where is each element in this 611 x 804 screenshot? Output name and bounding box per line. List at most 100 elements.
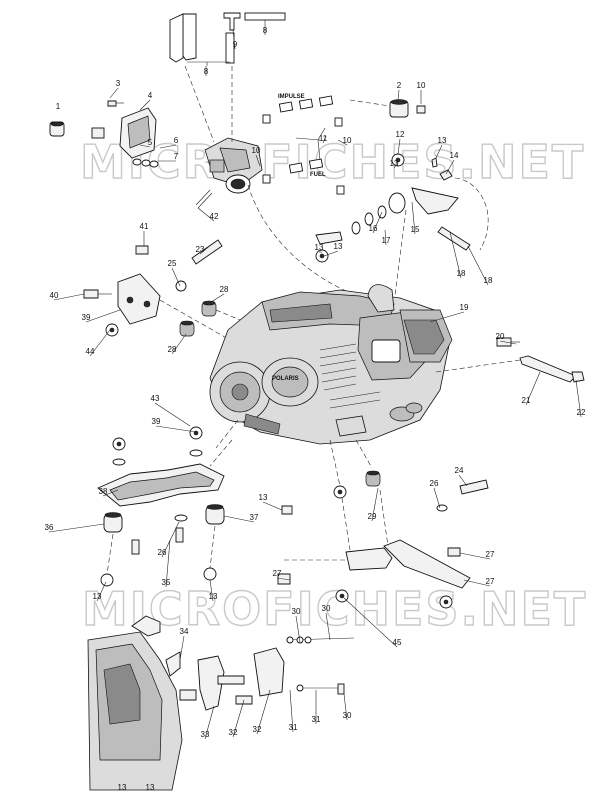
leader-line-28 xyxy=(171,333,187,355)
leader-line-39 xyxy=(155,425,197,433)
callout-30: 30 xyxy=(322,604,331,613)
leader-line-15 xyxy=(411,201,416,235)
leader-line-22 xyxy=(575,379,582,418)
callout-7: 7 xyxy=(174,152,179,161)
callout-42: 42 xyxy=(210,212,219,221)
callout-28: 28 xyxy=(220,285,229,294)
rear-mount xyxy=(277,439,489,609)
callout-36: 36 xyxy=(45,523,54,532)
transmission-linkage xyxy=(87,615,355,791)
leader-line-33 xyxy=(204,705,215,740)
leader-line-26 xyxy=(161,521,180,558)
leader-line-3 xyxy=(109,87,119,99)
leader-line-26 xyxy=(433,487,441,509)
leader-line-21 xyxy=(525,371,541,406)
fuel-label: FUEL xyxy=(310,172,326,178)
callout-26: 26 xyxy=(430,479,439,488)
callout-9: 9 xyxy=(233,40,238,49)
callout-13: 13 xyxy=(315,243,324,252)
leader-line-27 xyxy=(276,577,291,581)
leader-line-18 xyxy=(467,245,489,286)
callout-32: 32 xyxy=(229,728,238,737)
callout-41: 41 xyxy=(140,222,149,231)
callout-39: 39 xyxy=(82,313,91,322)
leader-line-20 xyxy=(499,340,517,345)
callout-27: 27 xyxy=(486,577,495,586)
callout-13: 13 xyxy=(93,592,102,601)
watermark-top: MICROFICHES.NET xyxy=(80,135,585,189)
leader-line-32 xyxy=(256,689,271,735)
leader-line-36 xyxy=(48,523,105,533)
callout-20: 20 xyxy=(496,332,505,341)
watermark-bottom: MICROFICHES.NET xyxy=(82,582,587,636)
callout-15: 15 xyxy=(411,225,420,234)
callout-39: 39 xyxy=(152,417,161,426)
leader-line-39 xyxy=(85,309,121,323)
callout-30: 30 xyxy=(343,711,352,720)
callout-28: 28 xyxy=(168,345,177,354)
callout-34: 34 xyxy=(180,627,189,636)
leader-line-18 xyxy=(449,231,462,279)
callout-38: 38 xyxy=(99,487,108,496)
callout-12: 12 xyxy=(396,130,405,139)
callout-5: 5 xyxy=(148,138,153,147)
leader-line-27 xyxy=(463,579,491,587)
callout-2: 2 xyxy=(397,81,402,90)
callout-11: 11 xyxy=(319,134,328,143)
left-engine-mount xyxy=(83,239,241,341)
leader-line-40 xyxy=(53,293,85,301)
callout-44: 44 xyxy=(86,347,95,356)
callout-37: 37 xyxy=(250,513,259,522)
callout-25: 25 xyxy=(168,259,177,268)
callout-23: 23 xyxy=(196,245,205,254)
leader-line-37 xyxy=(223,515,255,523)
callout-13: 13 xyxy=(334,242,343,251)
callout-17: 17 xyxy=(382,236,391,245)
callout-3: 3 xyxy=(116,79,121,88)
callout-16: 16 xyxy=(369,224,378,233)
leader-line-38 xyxy=(102,489,119,497)
leader-line-13 xyxy=(209,579,214,602)
shift-linkage xyxy=(435,337,585,383)
leader-line-4 xyxy=(139,99,151,111)
callout-31: 31 xyxy=(312,715,321,724)
leader-line-45 xyxy=(343,597,398,648)
callout-13: 13 xyxy=(146,783,155,792)
callout-10: 10 xyxy=(417,81,426,90)
leader-line-24 xyxy=(458,474,468,487)
fuel-pump-group xyxy=(315,99,489,263)
leader-line-13 xyxy=(262,501,283,511)
leader-line-32 xyxy=(232,699,245,738)
leader-line-11 xyxy=(322,135,327,144)
callout-33: 33 xyxy=(201,730,210,739)
callout-6: 6 xyxy=(174,136,179,145)
leader-line-2 xyxy=(397,89,400,101)
leader-line-13 xyxy=(96,581,107,602)
callout-18: 18 xyxy=(484,276,493,285)
leader-line-29 xyxy=(371,487,379,522)
callout-35: 35 xyxy=(162,578,171,587)
leader-line-5 xyxy=(139,144,151,148)
callout-18: 18 xyxy=(457,269,466,278)
leader-line-42 xyxy=(197,207,215,222)
callout-40: 40 xyxy=(50,291,59,300)
callout-1: 1 xyxy=(56,102,61,111)
leader-line-25 xyxy=(171,267,181,287)
callout-27: 27 xyxy=(486,550,495,559)
leader-line-19 xyxy=(429,311,465,323)
callout-30: 30 xyxy=(292,607,301,616)
upper-left-parts xyxy=(49,100,159,168)
callout-13: 13 xyxy=(390,159,399,168)
leader-line-10 xyxy=(337,139,348,146)
callout-24: 24 xyxy=(455,466,464,475)
leader-line-17 xyxy=(384,229,387,246)
impulse-fuel-hoses: IMPULSE FUEL xyxy=(262,94,345,195)
leader-line-16 xyxy=(372,211,383,234)
leader-line-6 xyxy=(159,144,177,149)
leader-line-43 xyxy=(154,402,191,427)
callout-32: 32 xyxy=(253,725,262,734)
front-mount-plate xyxy=(97,419,239,587)
leader-line-23 xyxy=(199,243,213,255)
callout-26: 26 xyxy=(158,548,167,557)
